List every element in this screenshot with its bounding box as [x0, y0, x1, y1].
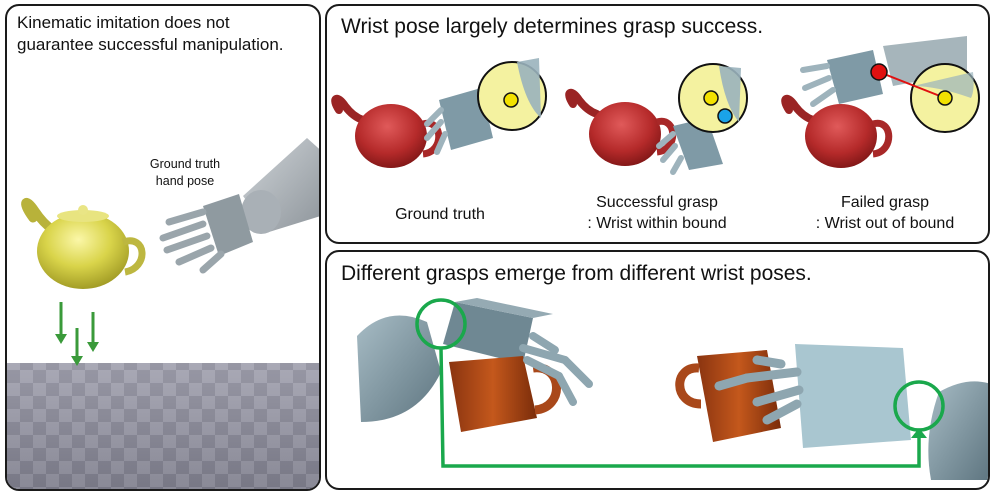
bottom-panel-title: Different grasps emerge from different w…	[341, 262, 812, 285]
robot-arm	[241, 138, 319, 234]
grasp-side-approach	[675, 344, 988, 480]
ground-truth-hand-label: Ground truth hand pose	[149, 157, 221, 188]
panel-kinematic-imitation: Kinematic imitation does not guarantee s…	[5, 4, 321, 491]
left-scene	[7, 138, 319, 489]
grasp-top-approach	[357, 298, 593, 432]
gravity-arrows	[55, 302, 99, 366]
yellow-teapot	[21, 197, 146, 289]
different-grasps-scenes	[357, 298, 988, 480]
caption-successful-grasp: Successful grasp : Wrist within bound	[587, 194, 727, 232]
caption-failed-grasp: Failed grasp : Wrist out of bound	[815, 194, 955, 232]
wrist-connection-line	[439, 347, 927, 468]
panel-wrist-pose: Wrist pose largely determines grasp succ…	[325, 4, 990, 244]
left-panel-title: Kinematic imitation does not guarantee s…	[17, 13, 284, 54]
wrist-pose-scenes	[331, 36, 980, 175]
top-panel-title: Wrist pose largely determines grasp succ…	[341, 15, 764, 38]
panel-different-grasps: Different grasps emerge from different w…	[325, 250, 990, 490]
robot-hand	[159, 194, 253, 274]
caption-ground-truth: Ground truth	[395, 206, 485, 223]
scene-failed-grasp	[781, 36, 980, 168]
scene-ground-truth	[331, 58, 547, 168]
checkered-floor	[7, 363, 319, 489]
scene-successful-grasp	[565, 63, 748, 175]
